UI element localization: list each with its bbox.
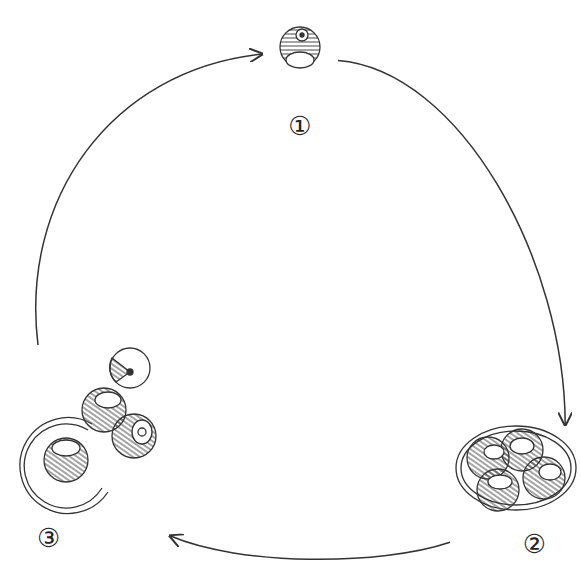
cycle-arrow	[338, 61, 565, 426]
stage-number: ③	[35, 524, 62, 553]
cycle-arrow	[170, 536, 450, 560]
stage-number: ①	[286, 112, 313, 141]
sporangium	[456, 426, 576, 511]
released-cells	[20, 348, 156, 514]
single-cell	[280, 27, 320, 68]
stage-node: ①	[262, 15, 338, 145]
stage-node: ③	[5, 345, 170, 557]
stage-node: ②	[450, 425, 578, 563]
stage-number: ②	[521, 530, 548, 559]
cycle-arrow	[36, 54, 262, 345]
